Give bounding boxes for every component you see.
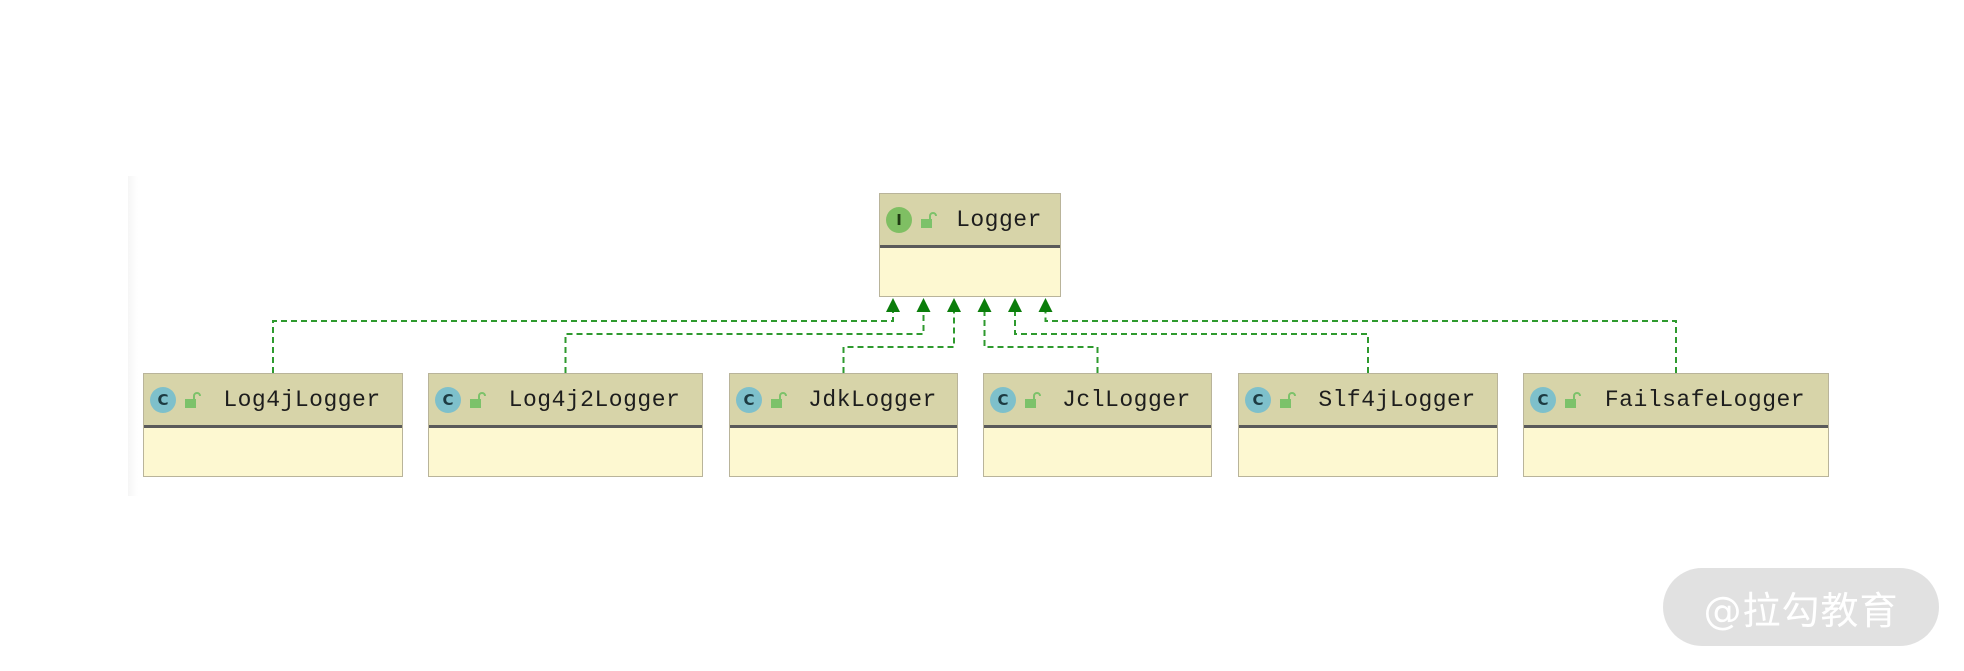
- node-title: JdkLogger: [808, 386, 937, 413]
- class-badge-icon: C: [990, 386, 1016, 413]
- node-title: Logger: [956, 206, 1042, 233]
- class-node-jdklogger[interactable]: C JdkLogger: [729, 373, 958, 477]
- class-node-jcllogger[interactable]: C JclLogger: [983, 373, 1212, 477]
- public-lock-icon: [1280, 391, 1296, 408]
- class-badge-icon: C: [736, 386, 762, 413]
- public-lock-icon: [185, 391, 201, 408]
- node-title: Slf4jLogger: [1318, 386, 1476, 413]
- interface-node-logger[interactable]: I Logger: [879, 193, 1061, 297]
- class-badge-icon: C: [435, 386, 461, 413]
- implements-edge: [1014, 312, 1369, 373]
- public-lock-icon: [470, 391, 486, 408]
- node-header: C FailsafeLogger: [1524, 374, 1828, 428]
- class-node-log4jlogger[interactable]: C Log4jLogger: [143, 373, 403, 477]
- implements-edge: [842, 312, 955, 373]
- interface-badge-icon: I: [886, 206, 912, 233]
- public-lock-icon: [1025, 391, 1041, 408]
- implements-arrowhead: [886, 298, 900, 312]
- node-header: I Logger: [880, 194, 1060, 248]
- implements-arrowhead: [947, 298, 961, 312]
- node-title: Log4j2Logger: [508, 386, 681, 413]
- left-margin-shade: [128, 176, 138, 496]
- public-lock-icon: [771, 391, 787, 408]
- node-title: JclLogger: [1062, 386, 1191, 413]
- watermark-badge: @拉勾教育: [1663, 568, 1939, 646]
- implements-arrowhead: [1038, 298, 1053, 312]
- implements-edge: [1044, 312, 1677, 373]
- implements-edge: [272, 312, 894, 373]
- node-header: C Log4j2Logger: [429, 374, 702, 428]
- class-node-slf4jlogger[interactable]: C Slf4jLogger: [1238, 373, 1498, 477]
- implements-arrowhead: [1008, 298, 1022, 312]
- implements-arrowhead: [977, 298, 992, 312]
- node-title: FailsafeLogger: [1604, 386, 1806, 413]
- class-badge-icon: C: [1245, 386, 1271, 413]
- node-header: C JclLogger: [984, 374, 1211, 428]
- public-lock-icon: [921, 211, 937, 228]
- implements-edge: [983, 312, 1099, 373]
- class-node-failsafelogger[interactable]: C FailsafeLogger: [1523, 373, 1829, 477]
- node-header: C Log4jLogger: [144, 374, 402, 428]
- implements-arrowhead: [916, 298, 931, 312]
- class-badge-icon: C: [1530, 386, 1556, 413]
- node-header: C JdkLogger: [730, 374, 957, 428]
- public-lock-icon: [1565, 391, 1581, 408]
- node-title: Log4jLogger: [223, 386, 381, 413]
- class-badge-icon: C: [150, 386, 176, 413]
- class-node-log4j2logger[interactable]: C Log4j2Logger: [428, 373, 703, 477]
- node-header: C Slf4jLogger: [1239, 374, 1497, 428]
